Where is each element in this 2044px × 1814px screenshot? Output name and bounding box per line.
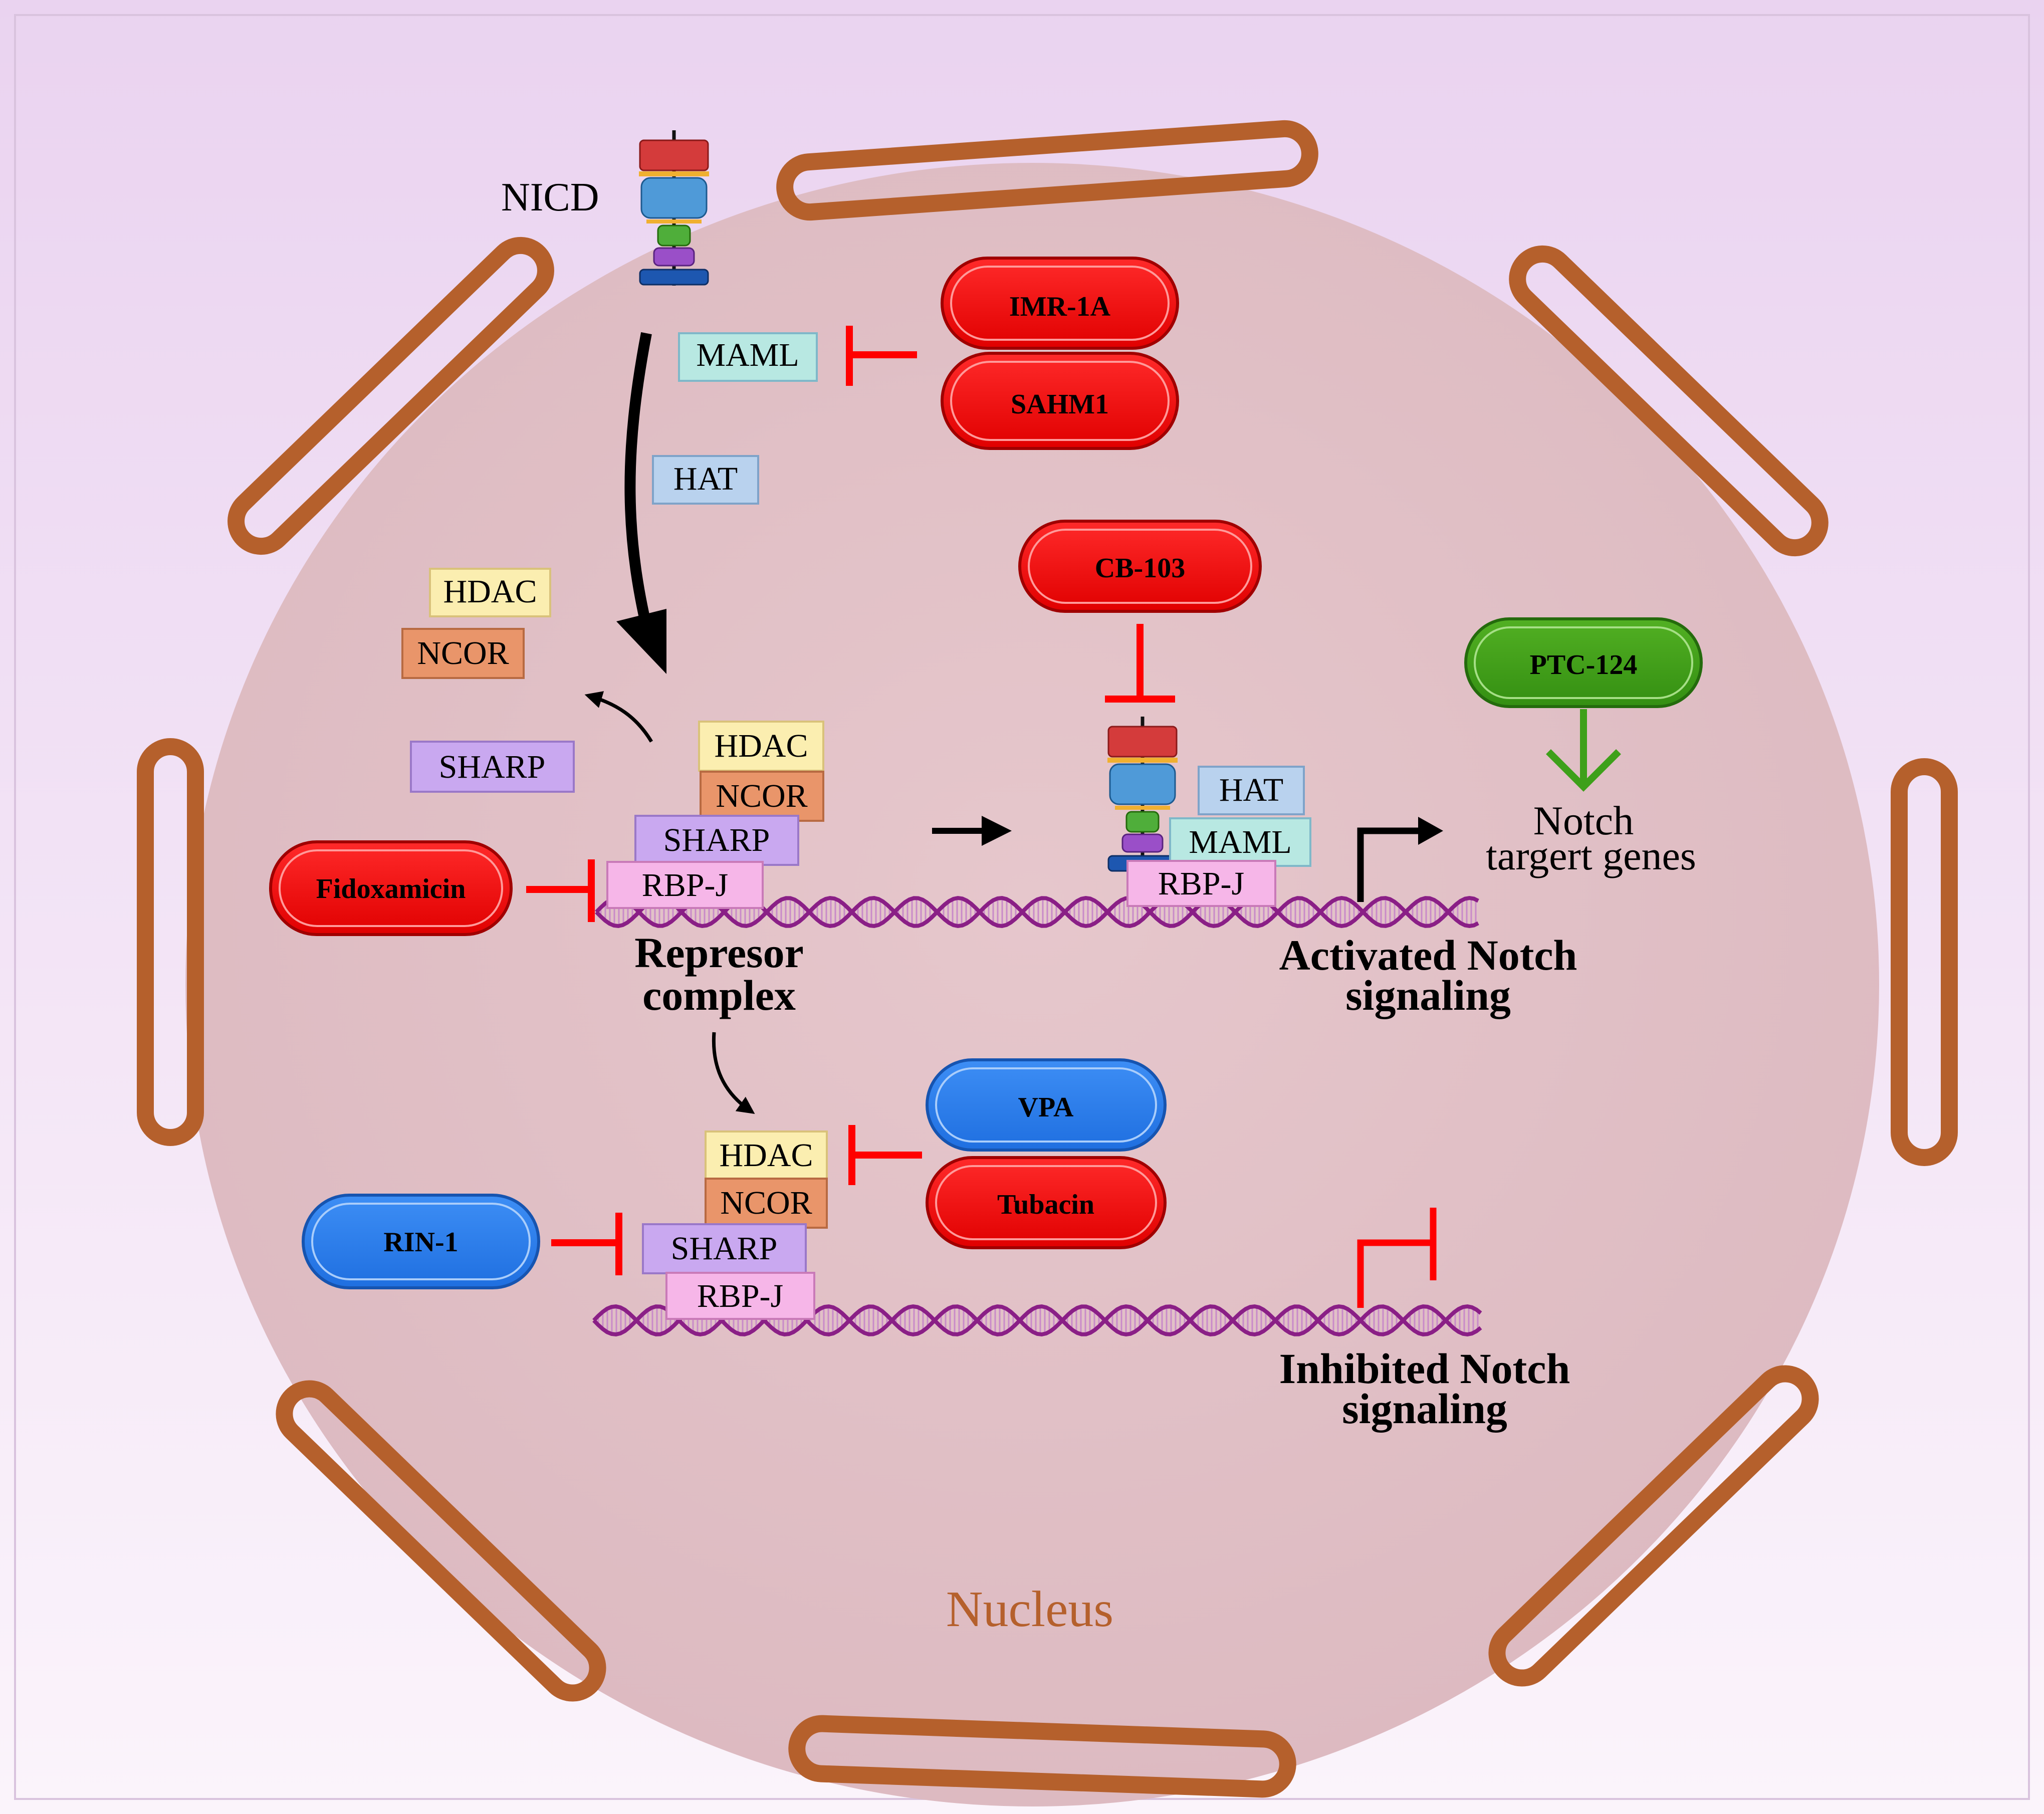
nicd-label: NICD — [501, 175, 599, 219]
drug-fidoxamicin: Fidoxamicin — [269, 840, 513, 936]
vpa-label: VPA — [1018, 1092, 1074, 1123]
inhibited-label-line1: Inhibited Notch — [1279, 1344, 1570, 1393]
repressor-rbpj-label: RBP-J — [642, 867, 728, 903]
repressor-label-line1: Represor — [634, 929, 804, 977]
nicd-molecule — [639, 130, 709, 286]
inhibited-label-line2: signaling — [1342, 1385, 1507, 1433]
envelope-segment-lower-right — [1488, 1365, 1819, 1687]
activated-label-line2: signaling — [1345, 971, 1511, 1019]
maml-free-box: MAML — [678, 332, 818, 382]
hat-free-box: HAT — [652, 455, 759, 505]
inhibited-ncor-label: NCOR — [720, 1185, 812, 1221]
nuclear-envelope — [137, 120, 1958, 1798]
nucleus-body — [185, 163, 1879, 1806]
ncor-free-box: NCOR — [401, 628, 525, 679]
nicd-translocation-arrow — [624, 332, 657, 648]
envelope-segment-top — [776, 120, 1318, 221]
cb103-label: CB-103 — [1095, 553, 1185, 584]
drug-tubacin: Tubacin — [926, 1156, 1167, 1249]
inhibited-sharp-label: SHARP — [671, 1230, 778, 1267]
drug-capsules: IMR-1A SAHM1 CB-103 PTC-124 Fidoxamicin … — [269, 257, 1703, 1289]
transcription-start-arrow — [1357, 827, 1423, 902]
repressor-hdac-label: HDAC — [714, 728, 808, 764]
envelope-segment-left — [137, 738, 204, 1146]
tubacin-label: Tubacin — [997, 1189, 1094, 1220]
ptc124-label: PTC-124 — [1530, 649, 1638, 681]
nicd-molecule-bound — [1107, 717, 1178, 872]
drug-sahm1: SAHM1 — [941, 352, 1179, 450]
hat-label: HAT — [673, 461, 738, 497]
repressor-complex: HDAC NCOR SHARP RBP-J — [606, 721, 824, 909]
drug-ptc124: PTC-124 — [1464, 617, 1703, 708]
envelope-segment-upper-right — [1509, 245, 1829, 557]
envelope-segment-upper-left — [228, 237, 554, 555]
drug-cb103: CB-103 — [1018, 520, 1262, 613]
envelope-segment-right — [1891, 758, 1958, 1166]
repressor-ncor-label: NCOR — [716, 778, 807, 814]
protein-boxes: MAML HAT HDAC NCOR SHARP HDAC NCOR SHARP — [401, 332, 1311, 1320]
target-genes-label-line2: targert genes — [1486, 833, 1696, 878]
activated-label-line1: Activated Notch — [1279, 931, 1577, 979]
dissociation-arrow — [584, 691, 653, 743]
maml-label: MAML — [696, 337, 799, 373]
inhibited-rbpj-label: RBP-J — [697, 1278, 783, 1314]
repressor-label-line2: complex — [642, 971, 796, 1019]
activated-hat-label: HAT — [1219, 772, 1283, 808]
hdac-label: HDAC — [443, 573, 537, 610]
fidoxamicin-label: Fidoxamicin — [316, 873, 466, 904]
hdac-free-box: HDAC — [429, 568, 551, 617]
sharp-free-box: SHARP — [410, 741, 575, 793]
drug-vpa: VPA — [926, 1058, 1167, 1152]
sahm1-label: SAHM1 — [1011, 389, 1109, 420]
activated-maml-label: MAML — [1189, 824, 1291, 860]
imr1a-label: IMR-1A — [1009, 291, 1111, 322]
inhibited-hdac-label: HDAC — [719, 1137, 813, 1174]
envelope-segment-bottom — [788, 1715, 1296, 1798]
envelope-segment-lower-left — [276, 1380, 606, 1702]
drug-rin1: RIN-1 — [302, 1194, 540, 1289]
nicd-arrow-head — [616, 609, 666, 674]
inhibition-bars — [526, 326, 1175, 1275]
activated-rbpj-label: RBP-J — [1158, 865, 1244, 902]
rin1-label: RIN-1 — [383, 1227, 458, 1258]
drug-imr1a: IMR-1A — [941, 257, 1179, 350]
activated-complex: HAT MAML RBP-J — [1126, 766, 1311, 907]
transcription-blocked-icon — [1357, 1239, 1433, 1308]
sharp-label: SHARP — [439, 749, 546, 785]
nucleus-label: Nucleus — [946, 1581, 1113, 1638]
inhibition-path-arrow — [712, 1032, 755, 1114]
inhibited-complex: HDAC NCOR SHARP RBP-J — [642, 1130, 828, 1320]
repressor-sharp-label: SHARP — [663, 822, 770, 858]
ncor-label: NCOR — [417, 635, 509, 671]
target-genes-label-line1: Notch — [1533, 798, 1634, 843]
